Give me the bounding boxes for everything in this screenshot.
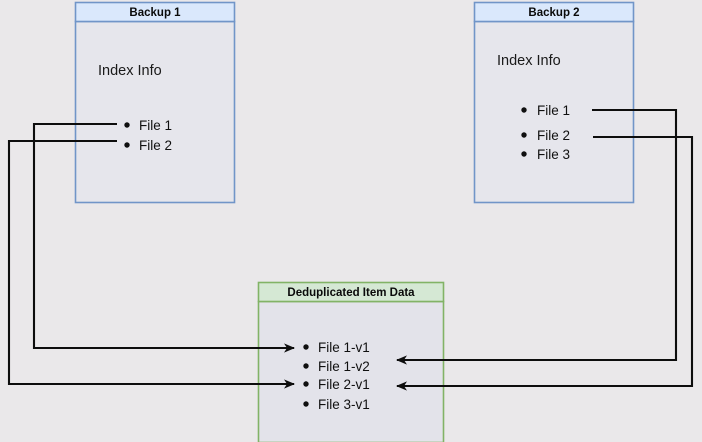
box-backup1-title: Backup 1 xyxy=(129,7,181,19)
bullet-icon xyxy=(303,363,309,369)
bullet-icon xyxy=(124,122,130,128)
box-backup2-header xyxy=(473,1,635,23)
connector-backup2-file2-to-file2v1 xyxy=(396,135,694,391)
box-backup2-title: Backup 2 xyxy=(528,7,579,19)
list-item: File 2 xyxy=(537,128,570,143)
box-dedup-body xyxy=(257,300,445,442)
box-backup1-heading: Index Info xyxy=(98,63,162,79)
list-item: File 1-v2 xyxy=(318,359,370,374)
connector-backup1-file2-to-file2v1 xyxy=(7,139,295,389)
list-item: File 1 xyxy=(139,118,172,133)
list-item: File 2 xyxy=(139,138,172,153)
connector-backup2-file1-to-file1v2 xyxy=(396,108,678,365)
bullet-icon xyxy=(521,151,527,157)
list-item: File 1-v1 xyxy=(318,340,370,355)
list-item: File 2-v1 xyxy=(318,377,370,392)
box-backup1-body xyxy=(74,20,236,204)
bullet-icon xyxy=(303,401,309,407)
bullet-icon xyxy=(521,107,527,113)
bullet-icon xyxy=(124,142,130,148)
box-dedup-title: Deduplicated Item Data xyxy=(287,287,415,299)
box-backup1-header xyxy=(74,1,236,23)
box-backup2-body xyxy=(473,20,635,204)
box-backup1[interactable]: Backup 1 Index Info File 1 File 2 xyxy=(74,1,236,204)
list-item: File 3-v1 xyxy=(318,397,370,412)
list-item: File 1 xyxy=(537,103,570,118)
connector-backup1-file1-to-file1v1 xyxy=(32,122,295,353)
bullet-icon xyxy=(521,132,527,138)
box-dedup[interactable]: Deduplicated Item Data File 1-v1 File 1-… xyxy=(257,281,445,442)
box-backup2-heading: Index Info xyxy=(497,53,561,69)
box-backup2[interactable]: Backup 2 Index Info File 1 File 2 File 3 xyxy=(473,1,635,204)
box-dedup-header xyxy=(257,281,445,303)
bullet-icon xyxy=(303,381,309,387)
list-item: File 3 xyxy=(537,147,570,162)
bullet-icon xyxy=(303,344,309,350)
